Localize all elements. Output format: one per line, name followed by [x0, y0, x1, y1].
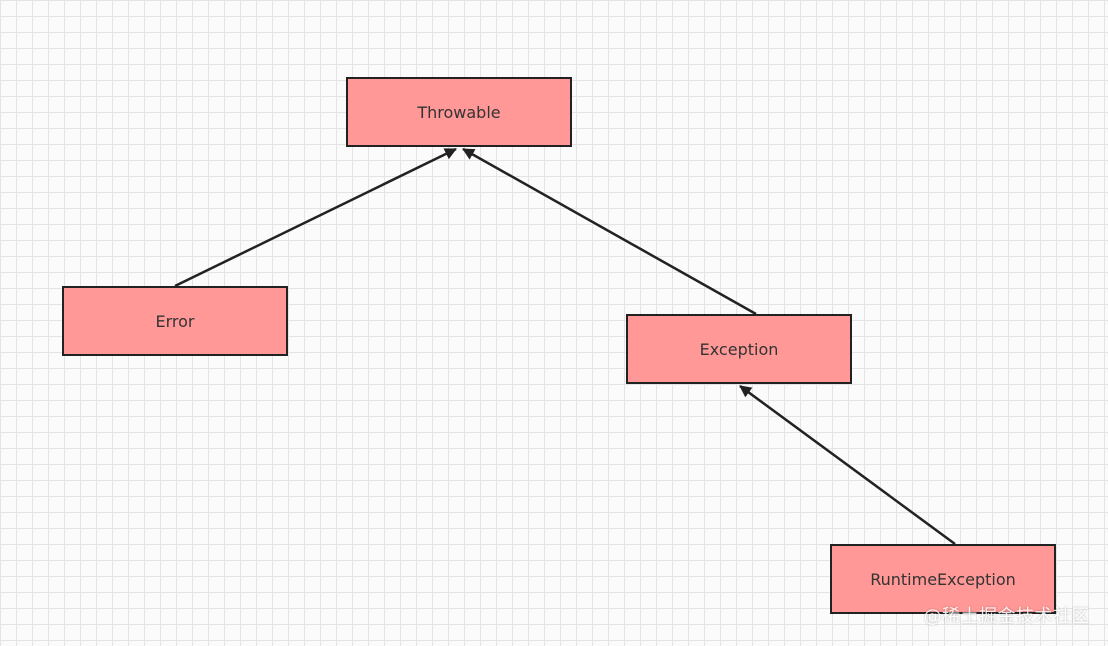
node-throwable-label: Throwable: [417, 102, 501, 122]
watermark: @稀土掘金技术社区: [923, 606, 1090, 627]
node-error[interactable]: Error: [62, 286, 288, 356]
node-runtimeexception[interactable]: RuntimeException: [830, 544, 1056, 614]
edge-runtimeexception-to-exception: [739, 384, 956, 546]
node-error-label: Error: [155, 311, 195, 331]
node-exception[interactable]: Exception: [626, 314, 852, 384]
node-throwable[interactable]: Throwable: [346, 77, 572, 147]
edge-error-to-throwable: [174, 147, 457, 288]
node-runtimeexception-label: RuntimeException: [870, 569, 1016, 589]
edge-exception-to-throwable: [462, 147, 757, 316]
node-exception-label: Exception: [699, 339, 779, 359]
